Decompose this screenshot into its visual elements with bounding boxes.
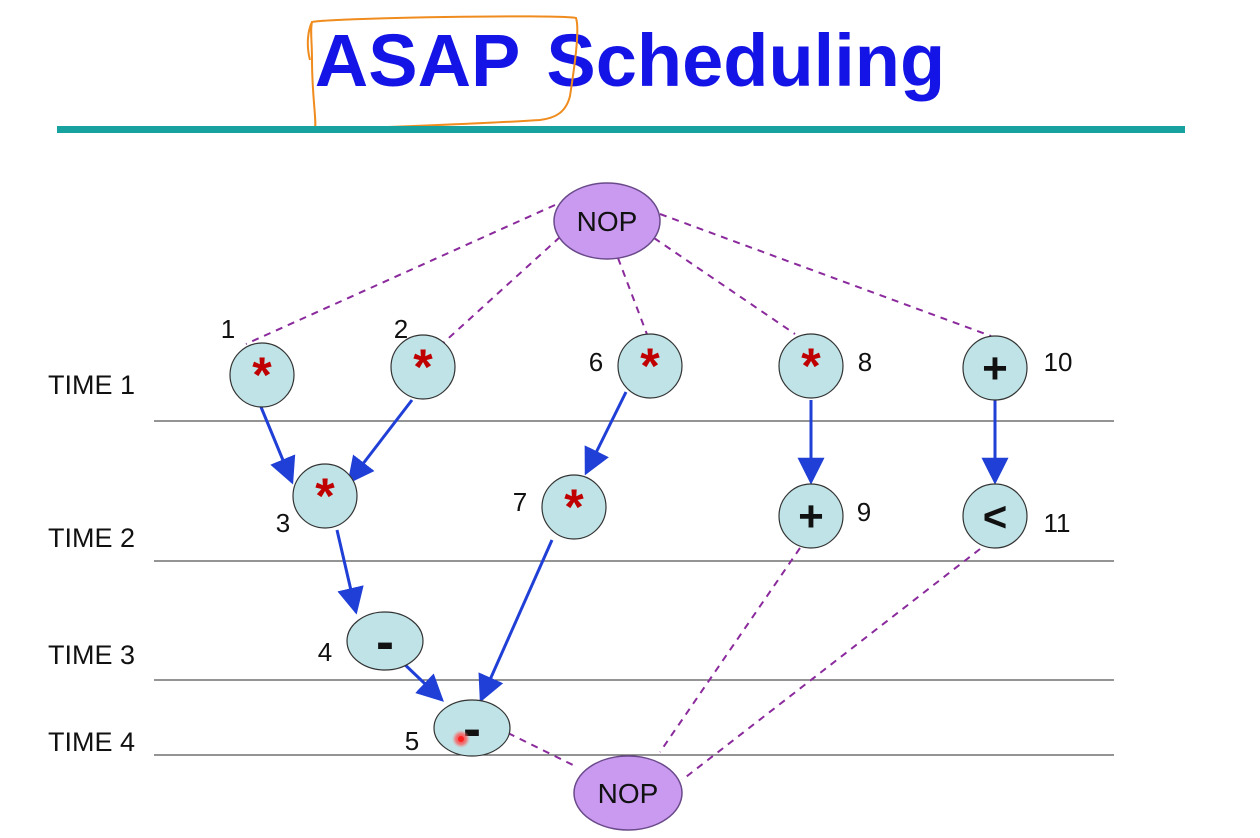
nop-edge-to-6 — [617, 257, 649, 338]
edge-4-5 — [398, 658, 444, 702]
op-node-10: + — [962, 335, 1028, 401]
op-node-11: < — [962, 483, 1028, 549]
edge-3-4 — [335, 529, 364, 615]
op-id-9: 9 — [857, 497, 871, 527]
op-id-5: 5 — [405, 726, 419, 756]
op-id-10: 10 — [1044, 347, 1073, 377]
edge-7-5 — [478, 539, 554, 703]
nop-edge-to-2 — [440, 236, 561, 346]
edge-1-3 — [259, 406, 296, 485]
op-node-8: * — [778, 333, 844, 399]
edge-6-7 — [584, 391, 628, 476]
nop-edge-from-9 — [659, 547, 801, 753]
op-id-3: 3 — [276, 508, 290, 538]
op-node-6: * — [617, 333, 683, 399]
op-symbol-3: * — [315, 468, 335, 524]
op-node-3: * — [292, 463, 358, 529]
op-symbol-5: - — [463, 699, 481, 759]
nop-source-edges — [245, 204, 992, 346]
op-node-5: - — [433, 699, 511, 759]
nop-edge-from-11 — [681, 548, 981, 781]
op-symbol-6: * — [640, 338, 660, 394]
op-id-11: 11 — [1044, 508, 1071, 538]
nop-edge-to-1 — [245, 204, 556, 345]
op-symbol-2: * — [413, 339, 433, 395]
nop-edge-to-8 — [653, 237, 796, 335]
nop-sink-edges — [507, 547, 981, 781]
op-symbol-9: + — [798, 492, 824, 541]
sink-nop-label: NOP — [598, 778, 659, 809]
source-nop-label: NOP — [577, 206, 638, 237]
time-label-2: TIME 2 — [48, 523, 135, 553]
data-edges — [259, 391, 1009, 703]
op-symbol-7: * — [564, 479, 584, 535]
slide-title: ASAP Scheduling — [0, 18, 1260, 104]
op-node-4: - — [346, 611, 424, 672]
op-id-7: 7 — [513, 487, 527, 517]
op-id-6: 6 — [589, 347, 603, 377]
title-word-asap: ASAP — [314, 19, 521, 102]
nop-edge-from-5 — [507, 732, 576, 767]
op-symbol-11: < — [983, 493, 1008, 540]
time-label-1: TIME 1 — [48, 370, 135, 400]
op-symbol-10: + — [982, 344, 1008, 393]
time-label-4: TIME 4 — [48, 727, 135, 757]
op-node-1: * — [229, 342, 295, 408]
op-id-4: 4 — [318, 637, 332, 667]
op-node-9: + — [778, 483, 844, 549]
source-nop-node: NOP — [553, 182, 661, 260]
title-underline — [57, 126, 1185, 133]
op-node-7: * — [541, 474, 607, 540]
op-symbol-1: * — [252, 347, 272, 403]
title-word-scheduling: Scheduling — [546, 19, 946, 102]
sink-nop-node: NOP — [573, 755, 683, 831]
op-id-8: 8 — [858, 347, 872, 377]
edge-2-3 — [347, 399, 414, 485]
time-label-3: TIME 3 — [48, 640, 135, 670]
annotation-box — [306, 15, 579, 131]
op-id-2: 2 — [394, 314, 408, 344]
op-symbol-8: * — [801, 338, 821, 394]
op-node-2: * — [390, 334, 456, 400]
nop-edge-to-10 — [659, 213, 992, 337]
op-id-1: 1 — [221, 314, 235, 344]
op-symbol-4: - — [376, 612, 394, 672]
